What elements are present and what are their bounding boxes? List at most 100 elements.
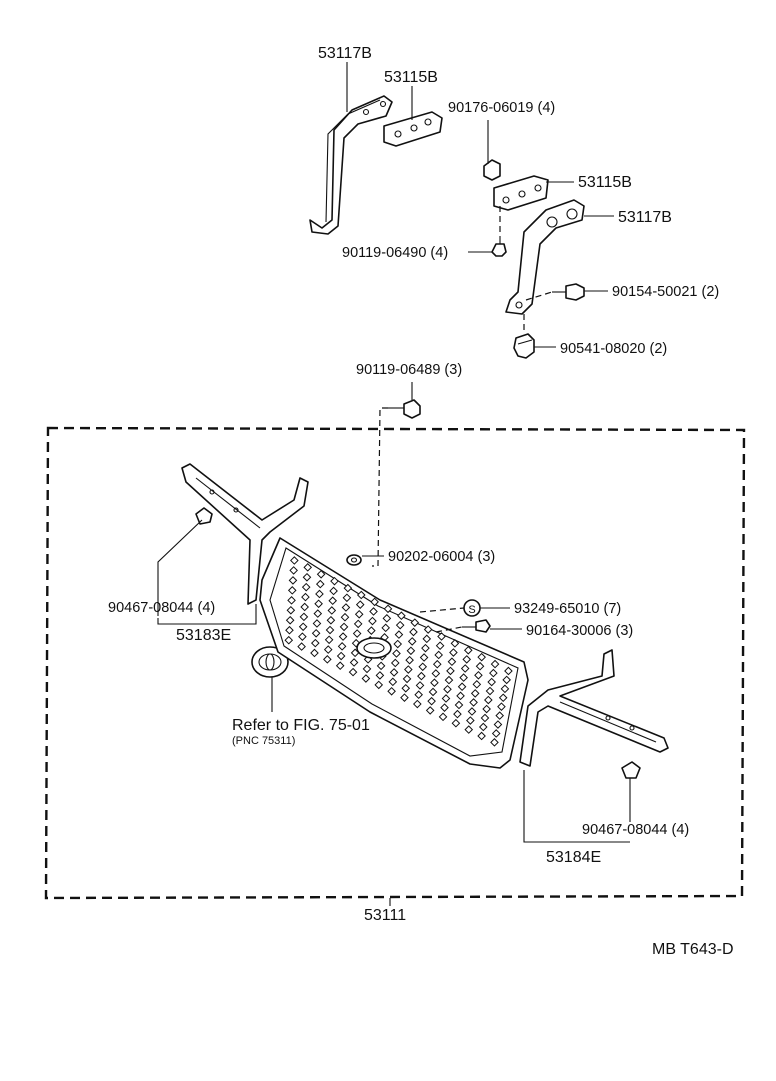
dash-90154 [525, 291, 553, 301]
grille-cell [435, 641, 445, 651]
grille-cell [383, 604, 393, 614]
diagram-code: MB T643-D [652, 941, 734, 958]
grille-cell [376, 661, 386, 671]
grille-cell [434, 650, 443, 660]
grille-cell [409, 627, 418, 637]
grille-cell [312, 619, 322, 628]
grille-cell [447, 657, 457, 667]
leader-90467-left [157, 519, 203, 616]
grille-cell [484, 695, 493, 705]
grille-cell [406, 646, 416, 656]
grille-cell [497, 702, 506, 711]
screw-90164 [462, 619, 491, 633]
grille-cell [329, 586, 338, 596]
label-90164: 90164-30006 (3) [526, 623, 633, 639]
grille-cell [480, 713, 490, 723]
grille-cell [388, 677, 398, 687]
grille-cell [467, 707, 477, 716]
grille-cell [474, 670, 483, 680]
bracket-53184e [519, 649, 669, 767]
grille-cell [375, 671, 385, 680]
grille-cell [299, 612, 309, 622]
grille-cell [285, 615, 295, 625]
grille-cell [400, 693, 409, 702]
grille-cell [397, 611, 406, 621]
label-refer-fig: Refer to FIG. 75-01 [232, 717, 370, 734]
grille-cell [470, 689, 480, 698]
bracket-53117b-left [309, 95, 393, 235]
label-53183e: 53183E [176, 627, 231, 644]
s-mark-93249: S [463, 599, 481, 617]
grille-cell [297, 642, 306, 651]
dash-93249 [419, 607, 465, 613]
grille-cell [438, 712, 448, 722]
bracket-line-53183e [157, 604, 257, 625]
clip-90467-left [195, 507, 213, 525]
grille-cell [303, 563, 313, 572]
grille-cell [323, 645, 333, 654]
label-53115b-right: 53115B [578, 174, 632, 191]
grille-cell [451, 718, 461, 728]
grille-cell [475, 661, 485, 671]
grille-cell [335, 661, 345, 671]
bolt-90154 [552, 283, 585, 301]
grille-cell [390, 658, 400, 668]
grille-cell [325, 625, 335, 635]
grille-cell [287, 586, 297, 595]
grille-cell [286, 605, 296, 615]
grille-cell [342, 593, 352, 603]
grille-cell [454, 700, 464, 710]
grille-cell [478, 722, 488, 732]
grille-cell [315, 589, 324, 599]
grille-cell [414, 690, 423, 700]
grille-cell [463, 645, 473, 655]
grille-cell [441, 694, 451, 703]
grille-cell [382, 614, 392, 623]
hinge-53115b-left [383, 111, 443, 147]
grille-cell [393, 639, 403, 649]
grille-cell [341, 603, 351, 612]
grille-cell [446, 666, 455, 676]
grille-cell [428, 687, 438, 697]
grille-cell [370, 597, 379, 607]
grille-cell [472, 680, 482, 689]
grille-cell [298, 622, 308, 632]
grille-cell [449, 648, 458, 657]
grille-cell [453, 709, 462, 719]
grille-cell [374, 680, 384, 690]
label-53184e: 53184E [546, 849, 601, 866]
grille-cell [327, 606, 337, 615]
grille-cell [326, 615, 336, 625]
grille-cell [502, 675, 511, 685]
label-53115b-top: 53115B [384, 69, 438, 86]
grille-cell [287, 596, 296, 605]
grille-cell [336, 651, 346, 661]
hinge-53115b-right [493, 175, 549, 211]
grille-cell [310, 648, 319, 658]
grille-cell [477, 652, 486, 662]
grille-cell [300, 602, 309, 612]
grille-cell [314, 599, 323, 609]
grille-cell [422, 634, 432, 644]
grille-cell [469, 698, 478, 707]
grille-cell [493, 720, 503, 729]
grille-cell [490, 659, 500, 669]
grille-cell [498, 693, 508, 703]
label-93249: 93249-65010 (7) [514, 601, 621, 617]
label-90202: 90202-06004 (3) [388, 549, 495, 565]
label-53117b-right: 53117B [618, 209, 672, 226]
grille-cell [462, 655, 472, 664]
grille-cell [338, 632, 348, 641]
grille-cell [405, 655, 414, 665]
grille-cell [352, 629, 362, 638]
grille-cell [356, 590, 366, 600]
nut-90202 [346, 554, 362, 566]
grille-cell [477, 731, 486, 741]
grille-cell [490, 738, 499, 747]
grille-cell [368, 616, 377, 626]
grille-cell [415, 681, 425, 690]
grille-cell [491, 729, 501, 738]
grille-cell [466, 716, 475, 725]
